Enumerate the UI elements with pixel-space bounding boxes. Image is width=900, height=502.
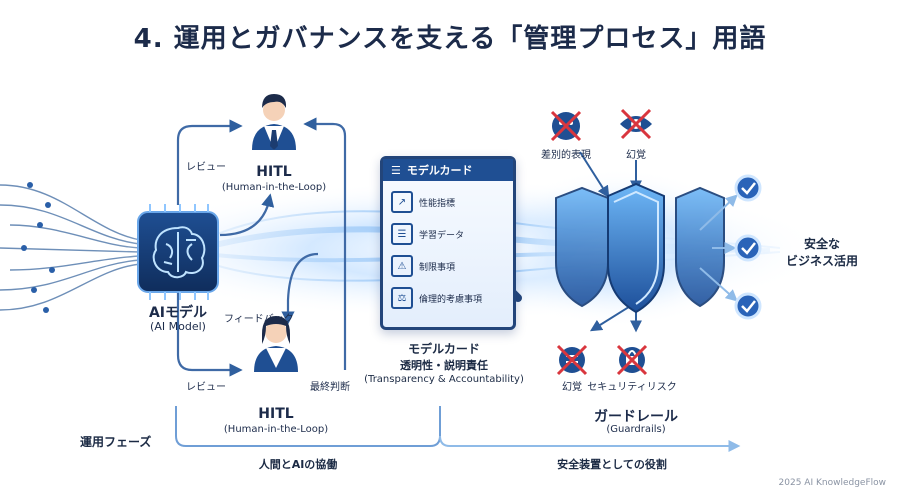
ai-model-label: AIモデル	[148, 305, 208, 321]
model-card-item: ↗ 性能指標	[391, 191, 505, 213]
final-decision-label: 最終判断	[310, 382, 350, 393]
phase-brackets	[175, 406, 741, 452]
review-loop-arrows	[176, 117, 347, 377]
guardrails-title: ガードレール	[594, 409, 678, 425]
model-card-header: ☰ モデルカード	[383, 159, 513, 181]
hitl-bottom-subtitle: (Human-in-the-Loop)	[223, 424, 329, 435]
threat-bias-label: 差別的表現	[541, 150, 591, 161]
reviewer-top-avatar	[252, 94, 296, 150]
model-card-item-label: 性能指標	[419, 198, 456, 209]
model-card-item: ⚠ 制限事項	[391, 255, 505, 277]
database-icon: ☰	[391, 223, 413, 245]
threat-hallucination-bottom-blocked-icon	[556, 344, 588, 376]
model-card-caption-sub: 透明性・説明責任	[400, 359, 488, 372]
feedback-label: フィードバック	[224, 314, 294, 325]
phase-label: 運用フェーズ	[80, 435, 152, 449]
model-card-item-label: 学習データ	[419, 230, 465, 241]
model-card-item: ⚖ 倫理的考慮事項	[391, 287, 505, 309]
ethics-icon: ⚖	[391, 287, 413, 309]
guardrails-subtitle: (Guardrails)	[606, 424, 666, 435]
model-card-caption-en: (Transparency & Accountability)	[364, 374, 524, 385]
threat-security-label: セキュリティリスク	[587, 382, 677, 393]
model-card-item-label: 制限事項	[419, 262, 456, 273]
check-icons	[734, 174, 762, 320]
chart-icon: ↗	[391, 191, 413, 213]
model-card-item-label: 倫理的考慮事項	[419, 294, 483, 305]
ai-model-chip	[137, 204, 219, 300]
phase-left-label: 人間とAIの協働	[258, 458, 338, 471]
model-card: ☰ モデルカード ↗ 性能指標 ☰ 学習データ ⚠ 制限事項 ⚖ 倫理的考慮事項	[380, 156, 516, 330]
guardrail-shields	[555, 182, 725, 314]
footer-credit: 2025 AI KnowledgeFlow	[778, 478, 886, 488]
menu-icon: ☰	[391, 163, 401, 177]
threat-security-blocked-icon	[616, 344, 648, 376]
review-top-label: レビュー	[186, 162, 226, 173]
model-card-header-label: モデルカード	[406, 164, 473, 177]
model-card-item: ☰ 学習データ	[391, 223, 505, 245]
review-bottom-label: レビュー	[186, 382, 226, 393]
brain-icon	[152, 226, 206, 279]
threat-hallucination-top-label: 幻覚	[626, 150, 646, 161]
hitl-top-subtitle: (Human-in-the-Loop)	[221, 182, 327, 193]
outcome-label: 安全な ビジネス活用	[785, 237, 859, 268]
warning-icon: ⚠	[391, 255, 413, 277]
ai-model-sublabel: (AI Model)	[150, 320, 206, 333]
threat-hallucination-top-blocked-icon	[620, 108, 652, 140]
model-card-caption: モデルカード	[408, 342, 480, 356]
threat-bias-blocked-icon	[550, 110, 582, 142]
phase-right-label: 安全装置としての役割	[557, 458, 667, 471]
reviewer-bottom-avatar	[254, 316, 298, 372]
page-title: 4. 運用とガバナンスを支える「管理プロセス」用語	[133, 24, 767, 54]
hitl-top-title: HITL	[256, 164, 292, 180]
hitl-bottom-title: HITL	[258, 406, 294, 422]
threat-hallucination-bottom-label: 幻覚	[562, 382, 582, 393]
